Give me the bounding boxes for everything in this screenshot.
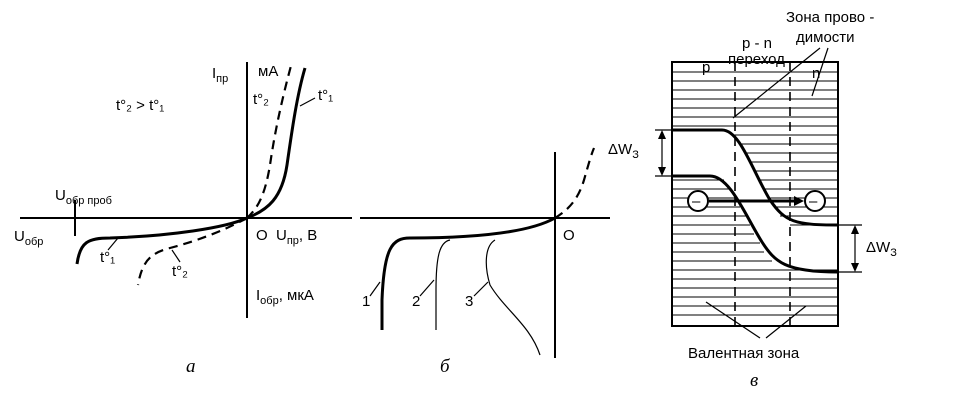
a-leader-t1-top — [299, 97, 316, 107]
v-dw-left-arrow-up — [658, 130, 666, 139]
a-origin: O — [256, 227, 268, 244]
v-carrier-right — [804, 190, 826, 212]
v-delta-w-right: ΔWЗ — [866, 239, 897, 259]
v-delta-w-left: ΔWЗ — [608, 141, 639, 161]
v-conduction-zone-line2: димости — [796, 29, 855, 46]
a-curve-t1-bottom-label: t°₁ — [100, 249, 115, 266]
v-conduction-zone-line1: Зона прово - — [786, 9, 874, 26]
b-curve-2 — [435, 239, 451, 330]
v-valence-zone-label: Валентная зона — [688, 345, 800, 362]
panel-v: – – ΔWЗ ΔWЗ Зона прово - димости р - n п… — [608, 9, 897, 391]
a-x-neg-label: Uобр — [14, 228, 43, 248]
a-y-pos-unit: мА — [258, 63, 278, 80]
v-carrier-right-sign: – — [809, 193, 818, 210]
v-valence-leader-2 — [765, 305, 807, 339]
a-y-pos-label: Iпр — [212, 65, 228, 85]
v-valence-leader-1 — [705, 301, 761, 339]
v-carrier-left — [687, 190, 709, 212]
a-curve-t2-reverse — [136, 217, 248, 286]
v-valence-band-edge — [672, 174, 839, 274]
v-n-region: n — [812, 65, 820, 82]
b-leader-3 — [473, 281, 489, 297]
v-crystal-box — [671, 61, 839, 327]
b-caption: б — [440, 356, 451, 377]
energy-band-hatching — [672, 71, 838, 316]
b-curve-1 — [380, 216, 556, 330]
v-junction-line2: переход — [728, 51, 785, 68]
b-leader-2 — [419, 279, 435, 297]
a-x-pos-label: Uпр, В — [276, 227, 317, 247]
v-carrier-left-sign: – — [692, 193, 701, 210]
panel-a: t°₂ > t°₁ Iпр мА t°₂ t°₁ Uобр проб Uобр … — [14, 61, 352, 377]
panel-b: 1 2 3 O б — [360, 147, 610, 377]
b-origin: O — [563, 227, 575, 244]
b-curve-3 — [485, 239, 541, 356]
b-curve-2-label: 2 — [412, 293, 420, 310]
a-leader-t2 — [171, 249, 181, 263]
b-curve-1-label: 1 — [362, 293, 370, 310]
a-breakdown-label: Uобр проб — [55, 187, 112, 207]
a-caption: а — [186, 356, 196, 377]
v-p-region: р — [702, 59, 710, 76]
b-curve-forward — [554, 147, 596, 219]
v-dw-right-arrow-up — [851, 225, 859, 234]
a-y-neg-label: Iобр, мкА — [256, 287, 314, 307]
a-curve-t1-reverse — [75, 216, 248, 265]
a-condition: t°₂ > t°₁ — [116, 97, 164, 114]
v-junction-line1: р - n — [742, 35, 772, 52]
v-conduction-leader-2 — [811, 47, 829, 97]
b-leader-1 — [369, 281, 381, 297]
a-curve-t1-top-label: t°₁ — [318, 87, 333, 104]
a-curve-t2-top-label: t°₂ — [253, 91, 269, 108]
v-conduction-leader-1 — [732, 47, 821, 119]
v-carrier-arrowhead — [794, 196, 804, 206]
v-dw-right-arrow-down — [851, 263, 859, 272]
b-curve-3-label: 3 — [465, 293, 473, 310]
a-curve-t2-bottom-label: t°₂ — [172, 263, 188, 280]
a-curve-t2-forward — [246, 61, 294, 219]
a-curve-t1-forward — [246, 67, 307, 220]
a-leader-t1 — [107, 237, 119, 251]
v-dw-left-arrow-down — [658, 167, 666, 176]
v-caption: в — [750, 370, 758, 391]
